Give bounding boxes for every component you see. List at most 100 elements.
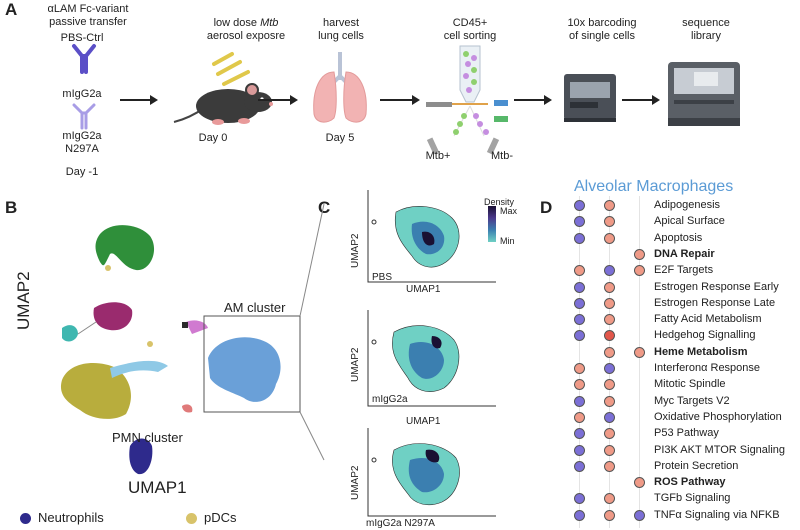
step2-label: harvest lung cells bbox=[306, 17, 376, 43]
cell-sorter-icon bbox=[426, 45, 508, 155]
density-colorbar bbox=[488, 206, 496, 242]
pathway-label: Estrogen Response Late bbox=[654, 296, 776, 309]
pathway-label: Adipogenesis bbox=[654, 199, 721, 211]
dot-column-line bbox=[579, 196, 580, 528]
pathway-dot bbox=[604, 363, 615, 374]
density-max: Max bbox=[500, 206, 518, 216]
density-plot-pbs-label: PBS bbox=[372, 272, 393, 283]
panel-d-title: Alveolar Macrophages bbox=[574, 178, 734, 195]
legend-neutrophils-swatch bbox=[20, 513, 31, 524]
pathway-dot bbox=[574, 493, 585, 505]
pathway-dot bbox=[604, 297, 615, 309]
step1-line1-prefix: low dose bbox=[213, 17, 261, 29]
density-plot-migg2a-label: mIgG2a bbox=[372, 394, 408, 405]
pathway-label: DNA Repair bbox=[654, 247, 715, 260]
density-plot-migg2a-xlabel: UMAP1 bbox=[406, 416, 441, 427]
arrow-icon-3 bbox=[380, 95, 420, 105]
pathway-label: Myc Targets V2 bbox=[654, 394, 730, 407]
panel-label-c: C bbox=[318, 198, 331, 217]
pathway-label: Hedgehog Signalling bbox=[654, 329, 756, 342]
am-cluster-label: AM cluster bbox=[224, 300, 286, 315]
step2-line1: harvest bbox=[322, 17, 360, 29]
density-plot-migg2a-ylabel: UMAP2 bbox=[350, 347, 361, 382]
pathway-dot bbox=[604, 281, 615, 293]
pathway-dot bbox=[574, 460, 585, 472]
pathway-label: TNFα Signaling via NFKB bbox=[654, 508, 780, 521]
mtb-negative-label: Mtb- bbox=[491, 150, 513, 162]
pathway-label: E2F Targets bbox=[654, 264, 714, 277]
pathway-dot bbox=[574, 395, 585, 407]
step4-line2: of single cells bbox=[568, 30, 636, 42]
pathway-dot bbox=[604, 428, 615, 440]
step3-line2: cell sorting bbox=[443, 30, 497, 42]
step5-line1: sequence bbox=[682, 17, 730, 29]
legend: Neutrophils pDCs bbox=[20, 510, 310, 528]
step1-line1-italic: Mtb bbox=[260, 17, 279, 29]
pathway-dot bbox=[604, 379, 615, 391]
pathway-dot bbox=[574, 314, 585, 326]
pathway-label: ROS Pathway bbox=[654, 476, 726, 489]
cluster-pink-small bbox=[186, 320, 208, 334]
cluster-neutrophils bbox=[129, 438, 153, 475]
pathway-label: Fatty Acid Metabolism bbox=[654, 313, 762, 326]
pathway-dot bbox=[574, 428, 585, 440]
pathway-dot bbox=[604, 314, 615, 326]
pathway-label: Oxidative Phosphorylation bbox=[654, 410, 782, 423]
n297a-line-1: mIgG2a bbox=[62, 130, 102, 142]
pathway-label: Apoptosis bbox=[654, 231, 703, 244]
pathway-dot bbox=[604, 444, 615, 456]
pathway-dot bbox=[604, 330, 615, 342]
cluster-lightblue bbox=[110, 360, 168, 378]
pathway-label: Protein Secretion bbox=[654, 459, 739, 472]
pathway-dot bbox=[574, 200, 585, 211]
cluster-teal bbox=[62, 325, 78, 342]
panel-label-b: B bbox=[5, 198, 18, 217]
pathway-dot bbox=[574, 232, 585, 244]
pathway-label: Estrogen Response Early bbox=[654, 280, 779, 293]
step4-line1: 10x barcoding bbox=[567, 17, 637, 29]
step3-label: CD45+ cell sorting bbox=[432, 17, 508, 43]
pathway-label: Heme Metabolism bbox=[654, 345, 748, 358]
pathway-dot bbox=[574, 509, 585, 521]
transfer-line-2: passive transfer bbox=[49, 16, 127, 28]
pathway-dot bbox=[574, 297, 585, 309]
pathway-label: P53 Pathway bbox=[654, 427, 719, 440]
density-plot-pbs: PBS UMAP1 bbox=[366, 190, 498, 295]
pmn-cluster-label: PMN cluster bbox=[112, 430, 183, 445]
dot-column-line bbox=[639, 196, 640, 528]
arrow-icon-2 bbox=[258, 95, 298, 105]
pathway-dot bbox=[574, 330, 585, 342]
density-title: Density bbox=[484, 197, 515, 207]
density-plot-n297a-label: mIgG2a N297A bbox=[366, 518, 435, 529]
umap1-axis-label: UMAP1 bbox=[128, 478, 187, 497]
step1-line2: aerosol exposre bbox=[206, 30, 286, 42]
pathway-dot bbox=[604, 395, 615, 407]
density-plot-pbs-ylabel: UMAP2 bbox=[350, 233, 361, 268]
density-plot-pbs-xlabel: UMAP1 bbox=[406, 284, 441, 295]
antibody-icon-n297a bbox=[72, 103, 96, 130]
pathway-dot bbox=[574, 444, 585, 456]
pathway-dot bbox=[604, 232, 615, 244]
pathway-dot bbox=[604, 346, 615, 358]
pathway-label: Apical Surface bbox=[654, 215, 725, 228]
cluster-green bbox=[95, 225, 155, 271]
pathway-dot bbox=[574, 379, 585, 391]
transfer-title: αLAM Fc-variant passive transfer bbox=[36, 3, 140, 29]
arrow-icon-1 bbox=[120, 95, 158, 105]
density-min: Min bbox=[500, 236, 515, 246]
mouse-icon bbox=[173, 83, 273, 125]
pathway-label: Interferonα Response bbox=[654, 362, 761, 374]
n297a-line-2: N297A bbox=[65, 143, 99, 155]
umap-scatter bbox=[60, 203, 325, 475]
pathway-dot bbox=[604, 493, 615, 505]
cluster-am bbox=[208, 337, 281, 402]
step5-line2: library bbox=[691, 30, 721, 42]
pathway-label: Mitotic Spindle bbox=[654, 378, 726, 391]
pathway-dot bbox=[634, 265, 645, 277]
panel-label-d: D bbox=[540, 198, 553, 217]
step4-label: 10x barcoding of single cells bbox=[560, 17, 644, 43]
pathway-dot bbox=[604, 265, 615, 277]
panel-label-a: A bbox=[5, 0, 18, 19]
n297a-label: mIgG2a N297A bbox=[50, 130, 114, 156]
pathway-label: TGFb Signaling bbox=[654, 492, 731, 505]
